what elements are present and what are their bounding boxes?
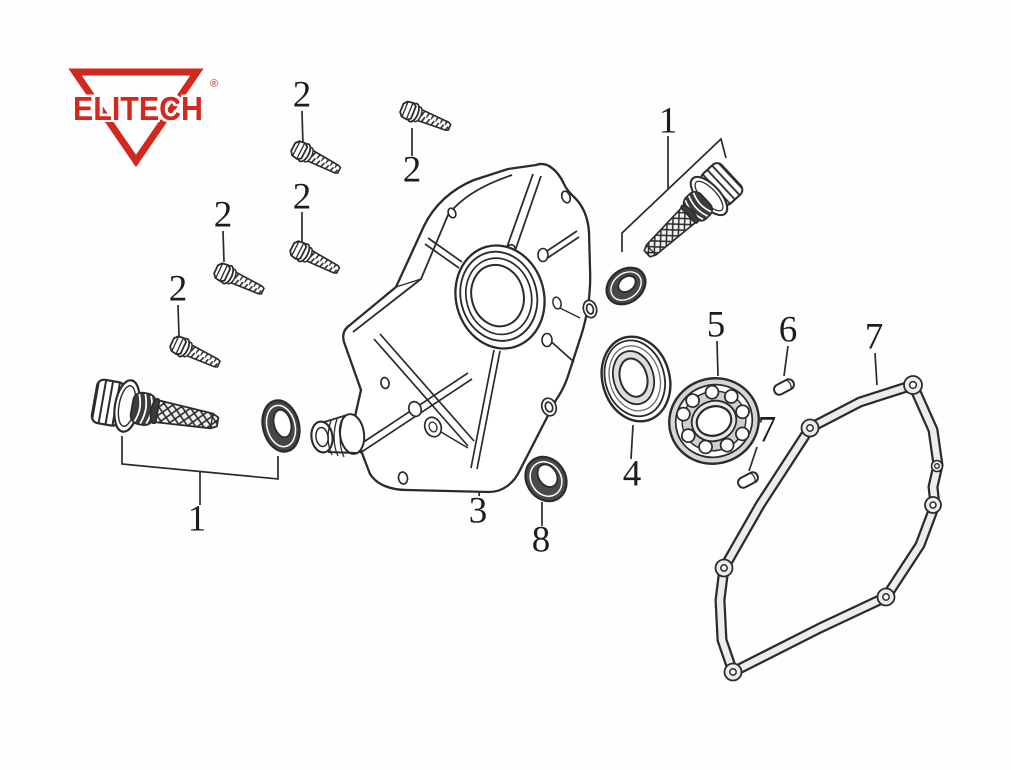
crankcase-cover [310,162,598,494]
callout-5: 5 [706,304,726,346]
oil-seal-4 [600,335,672,423]
bolt-2d [211,259,268,301]
dowel-pin-6 [771,376,797,398]
gasket-bolt-bosses [714,375,944,682]
elitech-logo: ELITECH ® [58,56,222,170]
filler-cap-seal-left [261,399,301,453]
callout-2-c: 2 [292,176,312,218]
callout-4: 4 [622,453,642,495]
callout-1-left: 1 [187,498,207,540]
dipstick-right [629,156,749,273]
callout-2-d: 2 [213,194,233,236]
filler-cap-seal-right [605,266,647,306]
callout-7-pin: 7 [757,409,777,451]
bearing-balls [676,384,750,455]
oil-seal-8 [524,455,568,503]
oil-filler-neck [310,413,366,458]
ball-bearing-5 [668,377,760,465]
registered-trademark: ® [210,78,219,90]
logo-triangle-icon [68,68,204,168]
bolt-2c [286,237,344,280]
callout-3: 3 [468,490,488,532]
logo-text: ELITECH [73,89,203,128]
callout-2-a: 2 [292,74,312,116]
cover-gasket [714,375,944,682]
callout-1-right: 1 [658,100,678,142]
callout-2-e: 2 [168,268,188,310]
dipstick-left [88,373,224,449]
bolt-2e [167,332,224,374]
callout-2-b: 2 [402,149,422,191]
callout-8: 8 [531,519,551,561]
callout-6: 6 [778,309,798,351]
dowel-pin-7 [735,469,761,491]
bolt-2a [287,137,345,180]
callout-7-gasket: 7 [864,316,884,358]
bolt-2b [397,98,455,137]
